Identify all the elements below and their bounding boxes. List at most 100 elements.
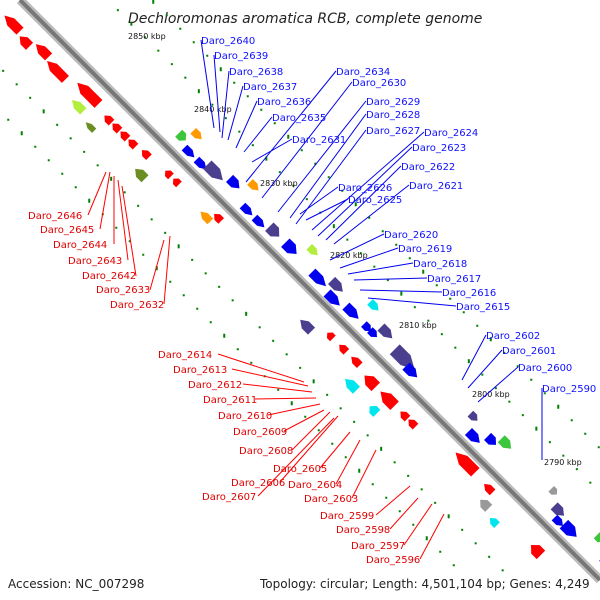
gene-label[interactable]: Daro_2634: [336, 67, 390, 78]
gene-arrow[interactable]: [308, 268, 329, 290]
gene-arrow[interactable]: [342, 375, 360, 394]
gene-arrow[interactable]: [366, 403, 381, 417]
gene-arrow[interactable]: [389, 344, 420, 374]
gene-label[interactable]: Daro_2627: [366, 126, 420, 137]
gene-arrow[interactable]: [16, 33, 34, 50]
gene-label[interactable]: Daro_2617: [427, 274, 481, 285]
gene-arrow[interactable]: [593, 531, 600, 545]
gene-arrow[interactable]: [32, 41, 53, 61]
gene-arrow[interactable]: [73, 79, 103, 108]
gene-arrow[interactable]: [497, 435, 515, 452]
gene-label[interactable]: Daro_2610: [218, 411, 272, 422]
gene-arrow[interactable]: [398, 409, 411, 422]
gene-label[interactable]: Daro_2632: [110, 300, 164, 311]
gene-label[interactable]: Daro_2623: [412, 143, 466, 154]
gene-label[interactable]: Daro_2640: [201, 36, 255, 47]
gene-arrow[interactable]: [110, 121, 123, 134]
gene-arrow[interactable]: [324, 330, 336, 342]
gene-arrow[interactable]: [527, 541, 546, 560]
gene-label[interactable]: Daro_2645: [40, 225, 94, 236]
gene-arrow[interactable]: [190, 127, 204, 142]
gene-label[interactable]: Daro_2637: [243, 82, 297, 93]
gene-arrow[interactable]: [481, 481, 496, 496]
gene-label[interactable]: Daro_2624: [424, 128, 478, 139]
gene-arrow[interactable]: [367, 299, 381, 313]
gene-label[interactable]: Daro_2636: [257, 97, 311, 108]
gene-arrow[interactable]: [467, 410, 481, 424]
gene-arrow[interactable]: [550, 502, 568, 519]
gene-arrow[interactable]: [193, 156, 210, 173]
gene-label[interactable]: Daro_2629: [366, 97, 420, 108]
gene-label[interactable]: Daro_2646: [28, 211, 82, 222]
gene-label[interactable]: Daro_2626: [338, 183, 392, 194]
gene-label[interactable]: Daro_2597: [351, 541, 405, 552]
gene-arrow[interactable]: [175, 129, 189, 144]
gene-label[interactable]: Daro_2590: [542, 384, 596, 395]
gene-label[interactable]: Daro_2603: [304, 494, 358, 505]
gene-label[interactable]: Daro_2609: [233, 427, 287, 438]
gene-label[interactable]: Daro_2620: [384, 230, 438, 241]
gene-label[interactable]: Daro_2596: [366, 555, 420, 566]
gene-arrow[interactable]: [377, 323, 395, 341]
gene-arrow[interactable]: [336, 342, 350, 355]
gene-arrow[interactable]: [251, 214, 268, 231]
gene-label[interactable]: Daro_2643: [68, 256, 122, 267]
gene-label[interactable]: Daro_2608: [239, 446, 293, 457]
gene-label[interactable]: Daro_2622: [401, 162, 455, 173]
gene-label[interactable]: Daro_2615: [456, 302, 510, 313]
gene-arrow[interactable]: [487, 515, 500, 528]
gene-arrow[interactable]: [170, 176, 182, 188]
gene-arrow[interactable]: [1, 12, 24, 35]
gene-arrow[interactable]: [406, 417, 419, 430]
gene-arrow[interactable]: [198, 209, 214, 225]
gene-label[interactable]: Daro_2638: [229, 67, 283, 78]
gene-arrow[interactable]: [126, 137, 139, 150]
gene-arrow[interactable]: [323, 289, 344, 309]
gene-label[interactable]: Daro_2602: [486, 331, 540, 342]
gene-arrow[interactable]: [139, 147, 152, 161]
gene-arrow[interactable]: [211, 211, 225, 224]
gene-arrow[interactable]: [181, 144, 198, 161]
gene-label[interactable]: Daro_2639: [214, 51, 268, 62]
gene-arrow[interactable]: [162, 168, 174, 180]
gene-arrow[interactable]: [265, 222, 283, 240]
gene-arrow[interactable]: [226, 174, 243, 192]
gene-label[interactable]: Daro_2633: [96, 285, 150, 296]
gene-arrow[interactable]: [548, 485, 559, 497]
gene-arrow[interactable]: [43, 57, 69, 83]
gene-label[interactable]: Daro_2598: [336, 525, 390, 536]
gene-label[interactable]: Daro_2628: [366, 110, 420, 121]
gene-arrow[interactable]: [342, 302, 362, 323]
gene-arrow[interactable]: [239, 202, 256, 219]
gene-label[interactable]: Daro_2607: [202, 492, 256, 503]
gene-arrow[interactable]: [477, 496, 493, 512]
gene-arrow[interactable]: [84, 120, 97, 133]
gene-arrow[interactable]: [203, 160, 227, 184]
gene-label[interactable]: Daro_2635: [272, 113, 326, 124]
gene-arrow[interactable]: [451, 448, 480, 477]
gene-label[interactable]: Daro_2605: [273, 464, 327, 475]
gene-label[interactable]: Daro_2604: [288, 480, 342, 491]
gene-arrow[interactable]: [376, 387, 399, 410]
gene-arrow[interactable]: [367, 327, 380, 340]
gene-arrow[interactable]: [132, 165, 149, 183]
gene-arrow[interactable]: [360, 371, 381, 392]
gene-arrow[interactable]: [118, 129, 131, 142]
gene-label[interactable]: Daro_2621: [409, 181, 463, 192]
gene-arrow[interactable]: [69, 97, 87, 115]
gene-label[interactable]: Daro_2644: [53, 240, 107, 251]
gene-label[interactable]: Daro_2606: [231, 478, 285, 489]
gene-arrow[interactable]: [306, 243, 320, 258]
gene-arrow[interactable]: [281, 238, 301, 258]
gene-arrow[interactable]: [348, 354, 363, 369]
gene-label[interactable]: Daro_2631: [292, 135, 346, 146]
gene-label[interactable]: Daro_2630: [352, 78, 406, 89]
gene-label[interactable]: Daro_2611: [203, 395, 257, 406]
gene-label[interactable]: Daro_2642: [82, 271, 136, 282]
gene-arrow[interactable]: [402, 362, 420, 381]
gene-label[interactable]: Daro_2625: [348, 195, 402, 206]
gene-label[interactable]: Daro_2612: [188, 380, 242, 391]
gene-arrow[interactable]: [484, 432, 500, 449]
gene-arrow[interactable]: [464, 427, 483, 446]
gene-arrow[interactable]: [361, 321, 374, 334]
